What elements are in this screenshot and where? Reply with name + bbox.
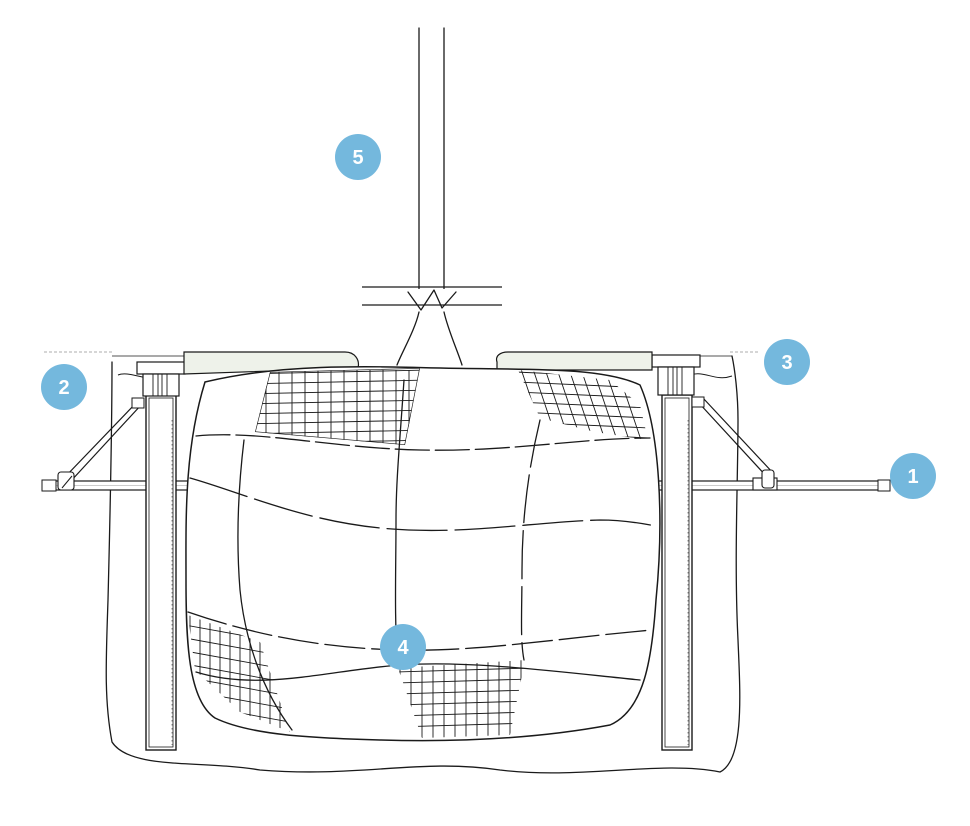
- callout-1: 1: [890, 453, 936, 499]
- callout-3: 3: [764, 339, 810, 385]
- left-post: [57, 361, 186, 751]
- bag: [185, 365, 661, 742]
- lift-mast: [362, 27, 502, 366]
- callout-2: 2: [41, 364, 87, 410]
- callout-5-label: 5: [352, 147, 363, 169]
- callout-1-label: 1: [907, 466, 918, 488]
- callout-5: 5: [335, 134, 381, 180]
- callout-3-label: 3: [781, 352, 792, 374]
- callout-4: 4: [380, 624, 426, 670]
- callout-4-label: 4: [397, 637, 409, 659]
- deck-lines: [44, 351, 760, 357]
- net-patch-top-left: [255, 368, 420, 445]
- right-post: [651, 354, 778, 751]
- callout-2-label: 2: [58, 377, 69, 399]
